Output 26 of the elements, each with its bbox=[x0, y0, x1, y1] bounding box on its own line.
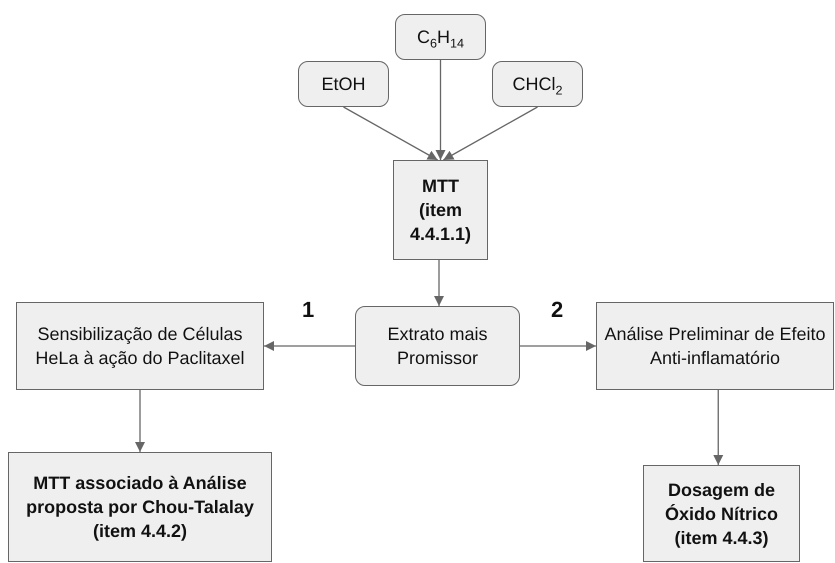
node-text: Dosagem de Óxido Nítrico (item 4.4.3) bbox=[664, 478, 779, 550]
rounded-box bbox=[395, 14, 486, 60]
node-text: Extrato mais Promissor bbox=[386, 323, 489, 370]
process-box bbox=[643, 465, 800, 562]
node-text: EtOH bbox=[321, 73, 366, 96]
arrow bbox=[520, 341, 596, 351]
arrow bbox=[443, 106, 538, 161]
arrow bbox=[713, 390, 724, 465]
node-text: C$_{6}$H$_{14}$ bbox=[416, 26, 464, 49]
node-text: Análise Preliminar de Efeito Anti-inflamatório bbox=[603, 323, 827, 370]
rounded-box bbox=[355, 306, 520, 386]
arrow bbox=[135, 390, 145, 452]
node-text: Sensibilização de Células HeLa à ação do Paclitaxel bbox=[34, 323, 246, 370]
arrow bbox=[343, 106, 438, 161]
arrow bbox=[264, 341, 355, 351]
process-box bbox=[596, 302, 834, 390]
arrow bbox=[436, 60, 446, 160]
node-text: MTT (item 4.4.1.1) bbox=[408, 175, 472, 246]
process-box bbox=[393, 160, 488, 260]
rounded-box bbox=[492, 61, 583, 107]
node-text: CHCl$_{2}$ bbox=[512, 73, 562, 96]
rounded-box bbox=[298, 61, 389, 107]
arrow bbox=[434, 260, 444, 306]
process-box bbox=[8, 452, 272, 562]
process-box bbox=[16, 302, 264, 390]
node-text: MTT associado à Análise proposta por Chou-Talalay (item 4.4.2) bbox=[25, 472, 255, 543]
